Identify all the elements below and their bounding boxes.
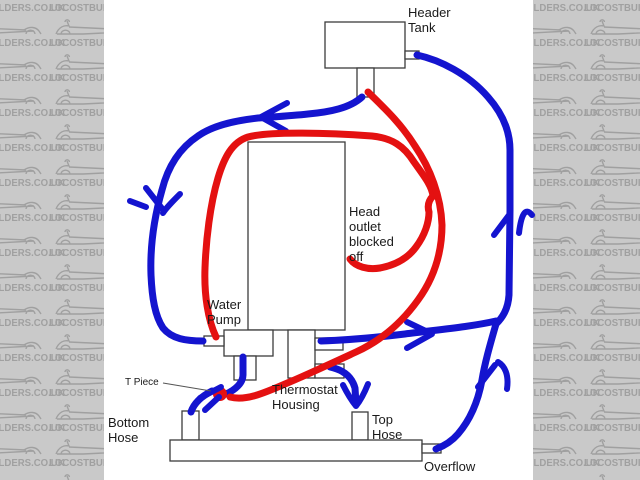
watermark-tile: LOCOSTBUILDERS.CO.UK [533, 333, 600, 368]
watermark-tile: LOCOSTBUILDERS.CO.UK [0, 403, 65, 438]
arrow-down-right-icon [491, 208, 535, 238]
arrow-up-overflow-icon [475, 359, 511, 392]
left-loop-hose [147, 93, 366, 345]
label-overflow: Overflow [424, 459, 476, 474]
watermark-tile: LOCOSTBUILDERS.CO.UK [49, 263, 104, 298]
watermark-tile: LOCOSTBUILDERS.CO.UK [584, 263, 640, 298]
watermark-tile: LOCOSTBUILDERS.CO.UK [533, 193, 600, 228]
label-head-outlet: Head outlet blocked off [349, 204, 394, 264]
radiator [169, 439, 423, 462]
label-header-tank: Header Tank [408, 5, 451, 35]
arrow-left-icon [258, 100, 290, 134]
watermark-strip-left: LOCOSTBUILDERS.CO.UKLOCOSTBUILDERS.CO.UK… [0, 0, 104, 480]
label-thermostat: Thermostat Housing [272, 382, 338, 412]
water-pump-body [223, 329, 274, 357]
watermark-tile: LOCOSTBUILDERS.CO.UK [0, 228, 65, 263]
watermark-tile: LOCOSTBUILDERS.CO.UK [533, 298, 600, 333]
watermark-tile: LOCOSTBUILDERS.CO.UK [49, 368, 104, 403]
watermark-tile: LOCOSTBUILDERS.CO.UK [584, 403, 640, 438]
watermark-tile: LOCOSTBUILDERS.CO.UK [49, 228, 104, 263]
watermark-tile: LOCOSTBUILDERS.CO.UK [49, 333, 104, 368]
watermark-tile: LOCOSTBUILDERS.CO.UK [584, 473, 640, 480]
watermark-tile: LOCOSTBUILDERS.CO.UK [533, 263, 600, 298]
label-water-pump: Water Pump [207, 297, 242, 327]
thermostat-body [287, 329, 316, 379]
watermark-tile: LOCOSTBUILDERS.CO.UK [584, 158, 640, 193]
watermark-tile: LOCOSTBUILDERS.CO.UK [0, 53, 65, 88]
watermark-tile: LOCOSTBUILDERS.CO.UK [584, 123, 640, 158]
watermark-tile: LOCOSTBUILDERS.CO.UK [584, 53, 640, 88]
t-piece-pointer-line [162, 382, 212, 392]
arrow-down-tophose-icon [340, 381, 371, 409]
tank-right-hose [413, 51, 514, 453]
watermark-tile: LOCOSTBUILDERS.CO.UK [0, 158, 65, 193]
watermark-tile: LOCOSTBUILDERS.CO.UK [0, 193, 65, 228]
arrow-down-left-icon [127, 185, 183, 216]
watermark-tile: LOCOSTBUILDERS.CO.UK [533, 368, 600, 403]
watermark-tile: LOCOSTBUILDERS.CO.UK [533, 438, 600, 473]
watermark-tile: LOCOSTBUILDERS.CO.UK [584, 333, 640, 368]
watermark-tile: LOCOSTBUILDERS.CO.UK [533, 403, 600, 438]
watermark-strip-right: LOCOSTBUILDERS.CO.UKLOCOSTBUILDERS.CO.UK… [533, 0, 640, 480]
watermark-tile: LOCOSTBUILDERS.CO.UK [584, 298, 640, 333]
watermark-tile: LOCOSTBUILDERS.CO.UK [0, 333, 65, 368]
top-hose-curve [326, 363, 360, 408]
watermark-tile: LOCOSTBUILDERS.CO.UK [584, 88, 640, 123]
arrow-right-icon [404, 319, 435, 351]
engine-loop-hose [201, 129, 437, 341]
watermark-tile: LOCOSTBUILDERS.CO.UK [0, 88, 65, 123]
watermark-tile: LOCOSTBUILDERS.CO.UK [533, 228, 600, 263]
watermark-tile: LOCOSTBUILDERS.CO.UK [49, 53, 104, 88]
watermark-tile: LOCOSTBUILDERS.CO.UK [49, 473, 104, 480]
thermostat-cross-hose [317, 317, 500, 345]
watermark-tile: LOCOSTBUILDERS.CO.UK [584, 368, 640, 403]
watermark-tile: LOCOSTBUILDERS.CO.UK [584, 228, 640, 263]
watermark-tile: LOCOSTBUILDERS.CO.UK [533, 18, 600, 53]
watermark-tile: LOCOSTBUILDERS.CO.UK [584, 18, 640, 53]
watermark-tile: LOCOSTBUILDERS.CO.UK [0, 438, 65, 473]
watermark-tile: LOCOSTBUILDERS.CO.UK [0, 368, 65, 403]
watermark-tile: LOCOSTBUILDERS.CO.UK [49, 123, 104, 158]
watermark-tile: LOCOSTBUILDERS.CO.UK [533, 88, 600, 123]
label-bottom-hose: Bottom Hose [108, 415, 150, 445]
watermark-tile: LOCOSTBUILDERS.CO.UK [49, 88, 104, 123]
watermark-tile: LOCOSTBUILDERS.CO.UK [49, 158, 104, 193]
label-top-hose: Top Hose [372, 412, 403, 442]
pump-to-tee-hose [222, 353, 247, 398]
label-t-piece: T Piece [125, 377, 159, 388]
watermark-tile: LOCOSTBUILDERS.CO.UK [584, 3, 640, 14]
watermark-tile: LOCOSTBUILDERS.CO.UK [49, 298, 104, 333]
watermark-tile: LOCOSTBUILDERS.CO.UK [49, 3, 104, 14]
watermark-tile: LOCOSTBUILDERS.CO.UK [49, 438, 104, 473]
watermark-tile: LOCOSTBUILDERS.CO.UK [0, 18, 65, 53]
watermark-tile: LOCOSTBUILDERS.CO.UK [49, 18, 104, 53]
header-tank-box [324, 21, 406, 69]
watermark-tile: LOCOSTBUILDERS.CO.UK [0, 123, 65, 158]
watermark-tile: LOCOSTBUILDERS.CO.UK [584, 193, 640, 228]
top-hose-stub [351, 411, 369, 441]
watermark-tile: LOCOSTBUILDERS.CO.UK [584, 438, 640, 473]
watermark-tile: LOCOSTBUILDERS.CO.UK [0, 298, 65, 333]
watermark-tile: LOCOSTBUILDERS.CO.UK [49, 193, 104, 228]
header-to-tee-hose [226, 88, 446, 402]
watermark-tile: LOCOSTBUILDERS.CO.UK [49, 403, 104, 438]
engine-block [247, 141, 346, 331]
watermark-tile: LOCOSTBUILDERS.CO.UK [533, 53, 600, 88]
watermark-tile: LOCOSTBUILDERS.CO.UK [533, 3, 600, 14]
watermark-tile: LOCOSTBUILDERS.CO.UK [533, 158, 600, 193]
watermark-tile: LOCOSTBUILDERS.CO.UK [0, 3, 65, 14]
watermark-tile: LOCOSTBUILDERS.CO.UK [533, 123, 600, 158]
watermark-tile: LOCOSTBUILDERS.CO.UK [0, 263, 65, 298]
arrow-up-tee-icon [197, 384, 224, 413]
